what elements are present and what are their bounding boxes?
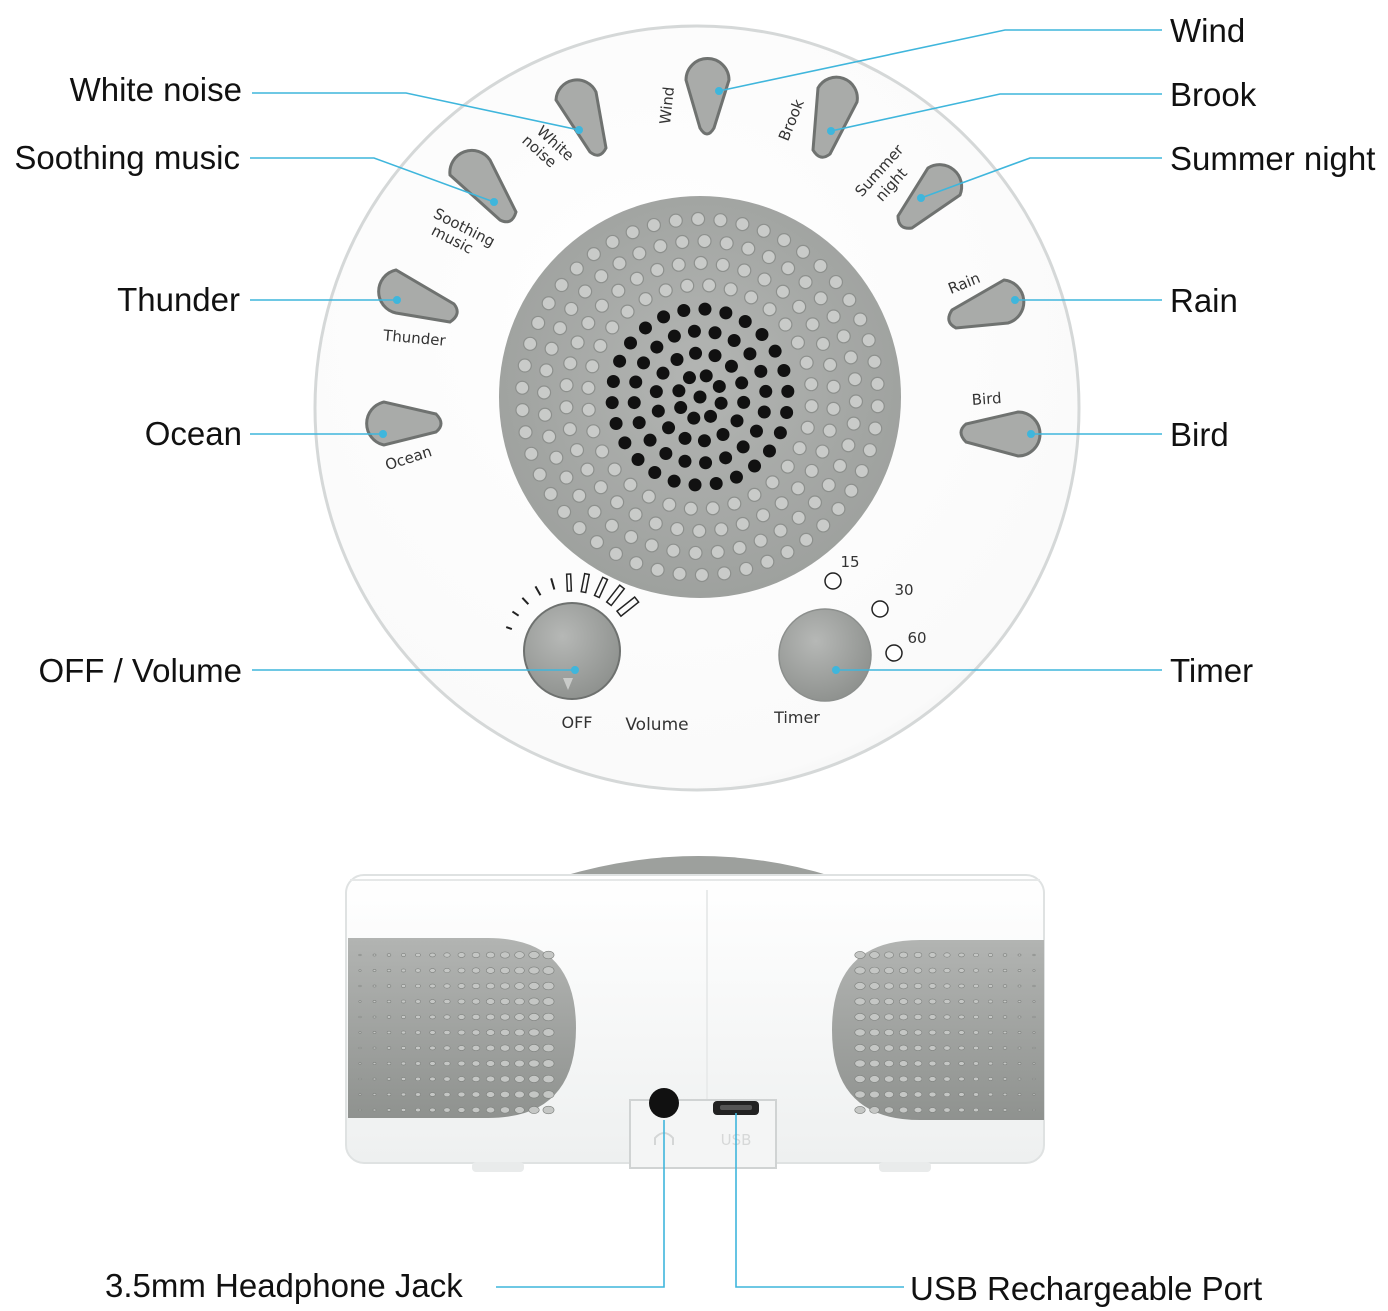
button-soothing-music <box>448 149 518 224</box>
button-wind <box>684 57 731 136</box>
foot-right <box>879 1162 931 1172</box>
button-white-noise <box>554 78 608 157</box>
side-view-top-grille <box>560 856 834 877</box>
device-label-off: OFF <box>562 713 593 732</box>
leader-soothing-music <box>250 157 495 203</box>
device-label-wind: Wind <box>656 86 678 125</box>
callout-ocean: Ocean <box>144 415 242 452</box>
device-label-bird: Bird <box>971 389 1002 409</box>
callout-headphone-jack: 3.5mm Headphone Jack <box>105 1267 463 1304</box>
device-label-timer-30: 30 <box>894 581 913 599</box>
volume-knob <box>523 602 621 700</box>
button-bird <box>959 410 1042 458</box>
speaker-grille-holes <box>515 211 885 583</box>
timer-indicator-15 <box>824 572 842 590</box>
leader-brook <box>830 93 1162 132</box>
callout-bird: Bird <box>1170 416 1229 453</box>
leader-wind <box>718 29 1162 92</box>
timer-indicator-60 <box>885 644 903 662</box>
button-summer-night <box>896 163 964 230</box>
leader-lines <box>250 29 1162 1288</box>
device-label-thunder: Thunder <box>381 326 447 350</box>
button-rain <box>947 278 1026 330</box>
callout-rain: Rain <box>1170 282 1238 319</box>
sound-buttons <box>365 57 1042 458</box>
speaker-pad-holes <box>358 950 1036 1115</box>
callout-summer-night: Summer night <box>1170 140 1376 177</box>
callout-brook: Brook <box>1170 76 1257 113</box>
leader-dots <box>379 87 1035 674</box>
speaker-pad-left <box>348 938 576 1118</box>
callout-timer: Timer <box>1170 652 1254 689</box>
callout-wind: Wind <box>1170 12 1246 49</box>
timer-indicator-30 <box>871 600 889 618</box>
leader-usb-port <box>735 1113 904 1288</box>
foot-left <box>472 1162 524 1172</box>
button-brook <box>811 75 859 159</box>
device-label-timer-60: 60 <box>907 629 926 647</box>
callout-off-volume: OFF / Volume <box>38 652 242 689</box>
callout-soothing-music: Soothing music <box>14 139 240 176</box>
volume-knob-pointer <box>563 678 573 690</box>
headphone-jack <box>649 1088 679 1118</box>
device-label-timer: Timer <box>773 708 820 727</box>
leader-summer-night <box>920 157 1162 199</box>
leader-headphone-jack <box>496 1120 665 1288</box>
callout-usb-port: USB Rechargeable Port <box>910 1270 1263 1307</box>
device-label-volume: Volume <box>625 715 688 735</box>
leader-white-noise <box>252 92 580 131</box>
callout-white-noise: White noise <box>69 71 242 108</box>
button-thunder <box>377 268 459 324</box>
timer-knob <box>778 608 872 702</box>
volume-scale-marks <box>505 572 640 631</box>
device-label-timer-15: 15 <box>840 553 859 571</box>
callout-thunder: Thunder <box>117 281 240 318</box>
